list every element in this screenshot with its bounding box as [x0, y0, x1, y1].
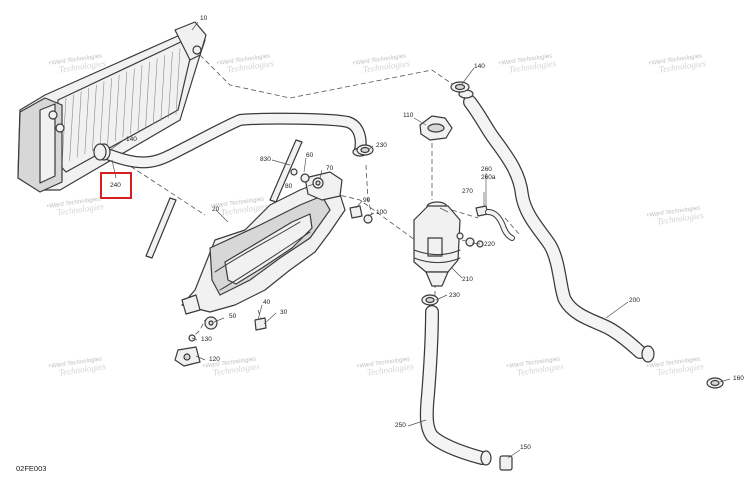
callout-240: 240 — [110, 182, 121, 189]
callout-270: 270 — [462, 188, 473, 195]
radiator-fin-line — [152, 58, 158, 125]
figure-code: 02FE003 — [16, 464, 47, 473]
radiator-fin-line — [175, 48, 181, 115]
callout-60: 60 — [306, 152, 314, 159]
radiator-fin-line — [76, 91, 82, 158]
long-hose-200 — [458, 89, 655, 363]
radiator-fin-line — [160, 55, 166, 122]
radiator-fin-line — [107, 78, 112, 145]
clamps — [93, 143, 439, 306]
callout-250: 250 — [395, 422, 406, 429]
callout-150: 150 — [520, 444, 531, 451]
callout-240-highlight — [100, 172, 132, 199]
assembly-dash-lines — [123, 54, 521, 341]
radiator-fin-line — [145, 61, 150, 128]
leader-lines — [109, 21, 731, 459]
fitting-150 — [499, 455, 513, 471]
reservoir-cap — [419, 115, 453, 141]
radiator-fin-line — [168, 51, 173, 118]
radiator-fin-line — [84, 88, 90, 155]
clamp-160 — [706, 377, 724, 389]
radiator-fin-line — [69, 94, 74, 161]
radiator-fin-line — [92, 84, 97, 151]
callout-120: 120 — [209, 356, 220, 363]
fasteners — [174, 168, 489, 367]
overflow-hose-260 — [485, 209, 515, 241]
radiator-fin-line — [122, 71, 128, 138]
callout-labels: 10 20 30 40 50 60 70 80 90 100 110 120 1… — [110, 15, 744, 451]
callout-200: 200 — [629, 297, 640, 304]
callout-230-top: 230 — [376, 142, 387, 149]
callout-160: 160 — [733, 375, 744, 382]
callout-210: 210 — [462, 276, 473, 283]
callout-140-left: 140 — [126, 136, 137, 143]
radiator-fin-line — [137, 64, 143, 132]
radiator-fins — [61, 48, 181, 165]
radiator — [17, 21, 207, 193]
callout-50: 50 — [229, 313, 237, 320]
callout-230-bottom: 230 — [449, 292, 460, 299]
pump-housing — [181, 171, 346, 315]
callout-40: 40 — [263, 299, 271, 306]
radiator-fin-line — [99, 81, 105, 148]
callout-260a: 260a — [481, 174, 496, 181]
callout-830: 830 — [260, 156, 271, 163]
clamp-140-top — [450, 81, 470, 93]
callout-30: 30 — [280, 309, 288, 316]
callout-80: 80 — [285, 183, 293, 190]
callout-260: 260 — [481, 166, 492, 173]
callout-70: 70 — [326, 165, 334, 172]
callout-20: 20 — [212, 206, 220, 213]
radiator-fin-line — [114, 74, 120, 141]
coolant-reservoir — [413, 201, 464, 287]
callout-110: 110 — [403, 112, 414, 119]
radiator-fin-line — [130, 68, 135, 135]
callout-220: 220 — [484, 241, 495, 248]
callout-90: 90 — [363, 197, 371, 204]
callout-130: 130 — [201, 336, 212, 343]
callout-10: 10 — [200, 15, 208, 22]
radiator-fin-line — [61, 97, 67, 165]
callout-140-top: 140 — [474, 63, 485, 70]
callout-100: 100 — [376, 209, 387, 216]
lower-hose-250 — [419, 305, 492, 466]
